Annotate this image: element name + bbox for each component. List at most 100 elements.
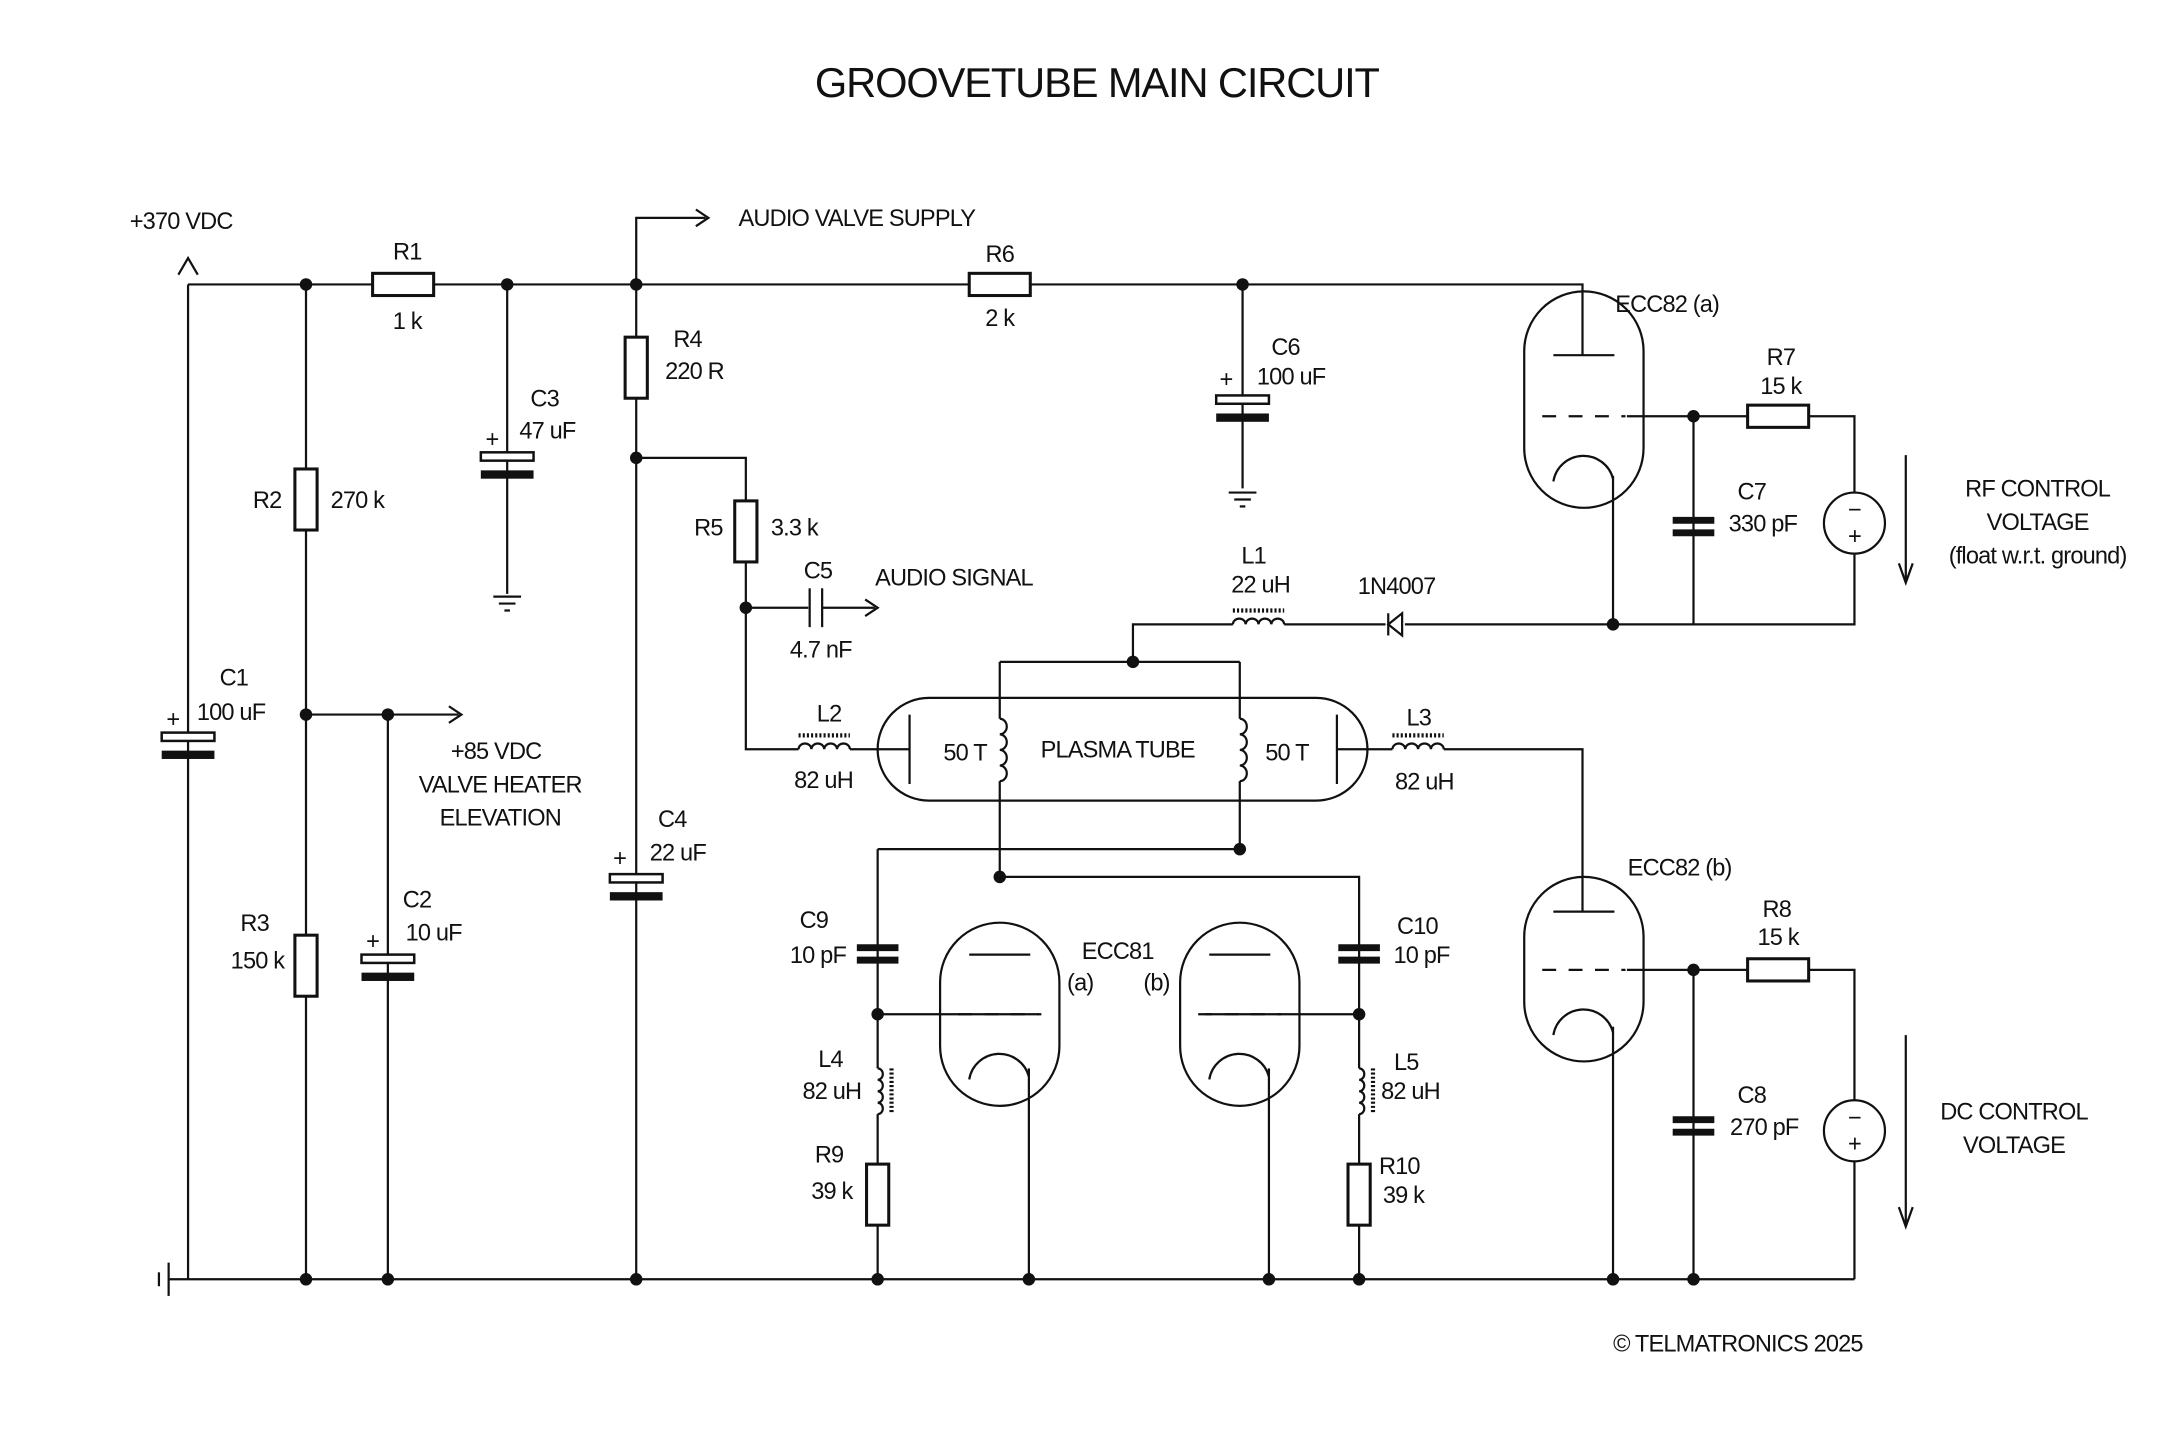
net-label-heater: +85 VDC xyxy=(451,738,542,764)
c7-value: 330 pF xyxy=(1729,510,1798,536)
net-label-rf-control: RF CONTROL xyxy=(1965,476,2111,502)
ecc82b-label: ECC82 (b) xyxy=(1628,855,1732,881)
r3-value: 150 k xyxy=(231,947,286,973)
c4-ref: C4 xyxy=(658,806,687,832)
l5-ref: L5 xyxy=(1394,1049,1419,1075)
electrolytic-plate-negative xyxy=(161,750,215,759)
electrolytic-plate-positive xyxy=(160,731,216,743)
plasma-tube-label: PLASMA TUBE xyxy=(1041,737,1195,763)
c5-ref: C5 xyxy=(804,558,833,584)
resistor xyxy=(371,271,436,298)
voltage-source-icon xyxy=(1822,1099,1887,1163)
r8-ref: R8 xyxy=(1763,896,1792,922)
junction-dot xyxy=(993,870,1006,884)
c6-ref: C6 xyxy=(1271,334,1300,360)
junction-dot xyxy=(381,1273,395,1286)
r1-ref: R1 xyxy=(393,238,421,264)
triode-envelope xyxy=(1523,875,1645,1063)
plasma-turns-left: 50 T xyxy=(943,739,987,765)
r1-value: 1 k xyxy=(393,308,423,334)
net-label-rf-control: (float w.r.t. ground) xyxy=(1949,542,2127,568)
r4-ref: R4 xyxy=(673,326,702,352)
diode-gap xyxy=(1385,611,1405,637)
capacitor-gap xyxy=(808,588,823,628)
junction-dot xyxy=(629,1273,643,1286)
wire xyxy=(1897,562,1914,587)
resistor xyxy=(293,933,319,998)
resistor xyxy=(1346,1162,1372,1227)
ecc81-b-label: (b) xyxy=(1143,970,1169,996)
net-label-dc-control: VOLTAGE xyxy=(1963,1132,2065,1158)
wire xyxy=(635,216,706,285)
net-label-audio-signal: AUDIO SIGNAL xyxy=(875,565,1033,591)
inductor-coil xyxy=(1358,1067,1366,1116)
junction-dot xyxy=(629,451,643,465)
wire xyxy=(864,598,880,617)
junction-dot xyxy=(500,278,514,291)
inductor-coil xyxy=(1391,742,1445,750)
resistor xyxy=(967,271,1032,298)
triode-cathode xyxy=(968,1052,1030,1080)
c4-plus: + xyxy=(613,845,626,871)
c7-ref: C7 xyxy=(1738,479,1766,505)
c5-value: 4.7 nF xyxy=(790,637,852,663)
rf-source-plus: + xyxy=(1848,523,1861,549)
electrolytic-plate-positive xyxy=(1214,394,1271,406)
wire xyxy=(448,705,464,724)
electrolytic-plate-negative xyxy=(480,470,534,479)
r10-value: 39 k xyxy=(1383,1182,1425,1208)
junction-dot xyxy=(1236,278,1249,291)
wire xyxy=(1626,415,1856,493)
wire xyxy=(1131,553,1856,662)
junction-dot xyxy=(299,1273,313,1286)
c3-value: 47 uF xyxy=(519,417,576,443)
c9-ref: C9 xyxy=(800,907,828,933)
r5-ref: R5 xyxy=(694,515,723,541)
net-label-dc-control: DC CONTROL xyxy=(1940,1099,2088,1125)
voltage-source-icon xyxy=(1822,491,1887,555)
ecc82a-label: ECC82 (a) xyxy=(1615,291,1719,317)
r2-ref: R2 xyxy=(253,487,281,513)
c6-value: 100 uF xyxy=(1257,363,1326,389)
junction-dot xyxy=(381,708,395,721)
r7-ref: R7 xyxy=(1767,344,1795,370)
r9-ref: R9 xyxy=(815,1142,843,1168)
triode-cathode xyxy=(1552,1008,1615,1036)
junction-dot xyxy=(1687,1273,1700,1286)
r2-value: 270 k xyxy=(331,487,386,513)
dc-source-minus: − xyxy=(1848,1104,1861,1130)
l4-value: 82 uH xyxy=(802,1078,861,1104)
junction-dot xyxy=(1687,963,1700,977)
ecc81-a-label: (a) xyxy=(1067,970,1093,996)
c2-ref: C2 xyxy=(403,886,431,912)
r5-value: 3.3 k xyxy=(771,515,819,541)
junction-dot xyxy=(1233,842,1247,856)
r8-value: 15 k xyxy=(1758,924,1800,950)
electrolytic-plate-negative xyxy=(361,972,415,981)
resistor xyxy=(1746,957,1811,983)
l3-value: 82 uH xyxy=(1395,768,1454,794)
electrolytic-plate-negative xyxy=(609,892,663,901)
c3-ref: C3 xyxy=(530,386,559,412)
c10-ref: C10 xyxy=(1397,913,1438,939)
junction-dot xyxy=(1352,1008,1366,1021)
labels: GROOVETUBE MAIN CIRCUIT +370 VDC AUDIO V… xyxy=(130,59,2128,1356)
wire xyxy=(1897,1206,1914,1230)
inductor-coil xyxy=(797,742,852,750)
triode-cathode xyxy=(1208,1052,1270,1080)
junction-dot xyxy=(1262,1273,1276,1286)
c6-plus: + xyxy=(1219,366,1232,392)
junction-dot xyxy=(1126,655,1140,669)
inductor-coil xyxy=(999,717,1008,783)
inductor-coil xyxy=(1239,717,1248,783)
r6-ref: R6 xyxy=(986,241,1015,267)
ecc81-label: ECC81 xyxy=(1082,938,1154,964)
c1-value: 100 uF xyxy=(197,699,266,725)
resistor xyxy=(293,467,319,532)
l5-value: 82 uH xyxy=(1381,1078,1440,1104)
dc-source-plus: + xyxy=(1848,1131,1861,1157)
wire xyxy=(188,283,1584,356)
electrolytic-plate-negative xyxy=(1216,413,1269,422)
r9-value: 39 k xyxy=(811,1178,853,1204)
